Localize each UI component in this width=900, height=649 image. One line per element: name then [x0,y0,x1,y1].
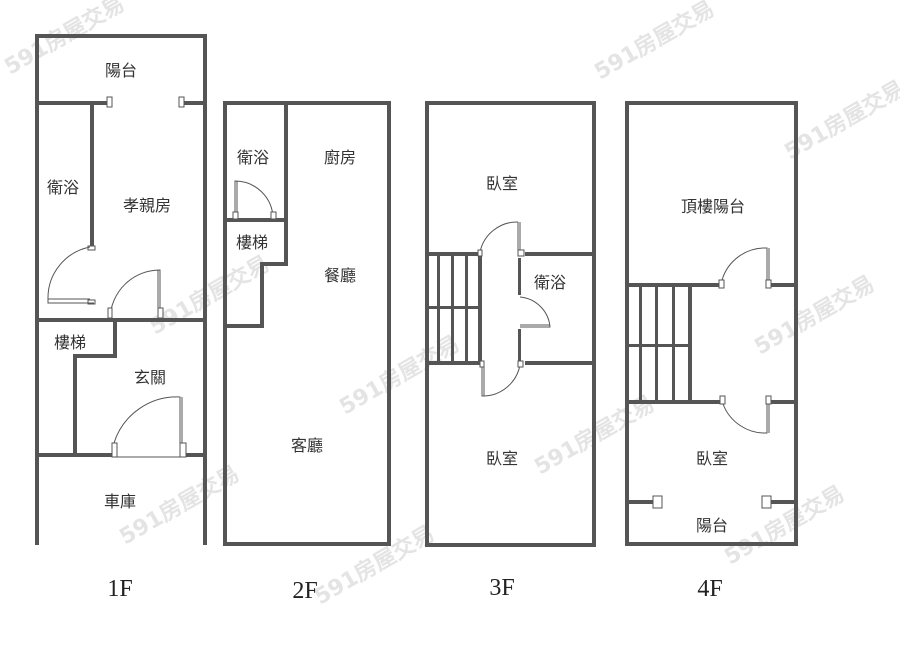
room-label-garage: 車庫 [104,492,136,511]
watermarks: 591房屋交易 591房屋交易 591房屋交易 591房屋交易 591房屋交易 … [0,0,900,610]
floor-4f: 頂樓陽台 臥室 陽台 4F [625,101,798,602]
room-label-stairs: 樓梯 [54,333,86,352]
room-label-rooftop-balcony: 頂樓陽台 [681,197,745,216]
floor-label-2f: 2F [292,578,317,604]
watermark: 591房屋交易 [310,521,439,610]
room-label-stairs: 樓梯 [236,233,268,252]
watermark: 591房屋交易 [590,0,719,85]
room-label-bedroom: 臥室 [696,449,728,468]
watermark: 591房屋交易 [335,331,464,420]
floor-label-4f: 4F [697,576,722,602]
floor-3f: 臥室 衛浴 臥室 3F [425,101,596,601]
room-label-living: 客廳 [291,436,323,455]
room-label-bedroom-bottom: 臥室 [486,449,518,468]
room-label-dining: 餐廳 [324,266,356,285]
floor-label-3f: 3F [489,575,514,601]
room-label-balcony: 陽台 [696,516,728,535]
room-label-bath: 衛浴 [237,148,269,167]
room-label-bath: 衛浴 [47,178,79,197]
room-label-bedroom-top: 臥室 [486,174,518,193]
room-label-kitchen: 廚房 [324,148,356,167]
floor-2f: 衛浴 廚房 樓梯 餐廳 客廳 2F [223,101,391,604]
watermark: 591房屋交易 [720,481,849,570]
room-label-bath: 衛浴 [534,273,566,292]
room-label-elder-room: 孝親房 [123,196,171,215]
floor-1f: 陽台 衛浴 孝親房 樓梯 玄關 車庫 1F [35,34,207,602]
floor-label-1f: 1F [107,576,132,602]
room-label-foyer: 玄關 [134,368,166,387]
room-label-balcony: 陽台 [105,61,137,80]
